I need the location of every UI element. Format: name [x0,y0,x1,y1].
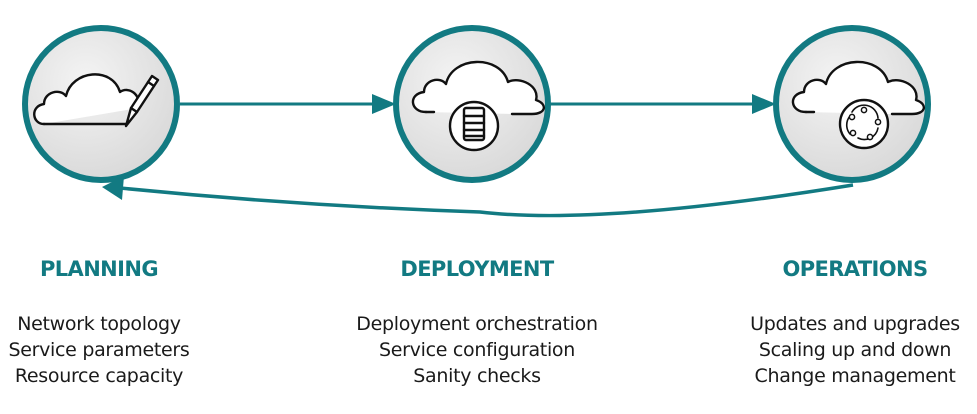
list-item: Resource capacity [14,365,184,387]
stage-list-planning: Network topology Service parameters Reso… [0,311,249,389]
stage-title-operations: OPERATIONS [782,257,928,281]
stage-node-operations [773,25,931,183]
connector-planning-to-deployment [180,94,396,114]
list-item: Updates and upgrades [750,313,960,335]
list-item: Change management [754,365,956,387]
list-item: Service configuration [379,339,575,361]
stage-list-operations: Updates and upgrades Scaling up and down… [705,311,977,389]
cloud-with-server-icon [411,60,545,152]
list-item: Scaling up and down [758,339,952,361]
stage-title-deployment: DEPLOYMENT [400,257,554,281]
stage-title-planning: PLANNING [39,257,159,281]
stage-list-deployment: Deployment orchestration Service configu… [327,311,627,389]
stage-node-planning [22,25,180,183]
list-item: Sanity checks [413,365,541,387]
connector-operations-to-planning [102,176,854,218]
list-item: Network topology [17,313,181,335]
cloud-with-pencil-icon [33,73,160,128]
connector-deployment-to-operations [547,94,776,114]
stage-node-deployment [393,25,551,183]
list-item: Service parameters [8,339,190,361]
cloud-with-cycle-icon [791,60,925,150]
list-item: Deployment orchestration [356,313,598,335]
